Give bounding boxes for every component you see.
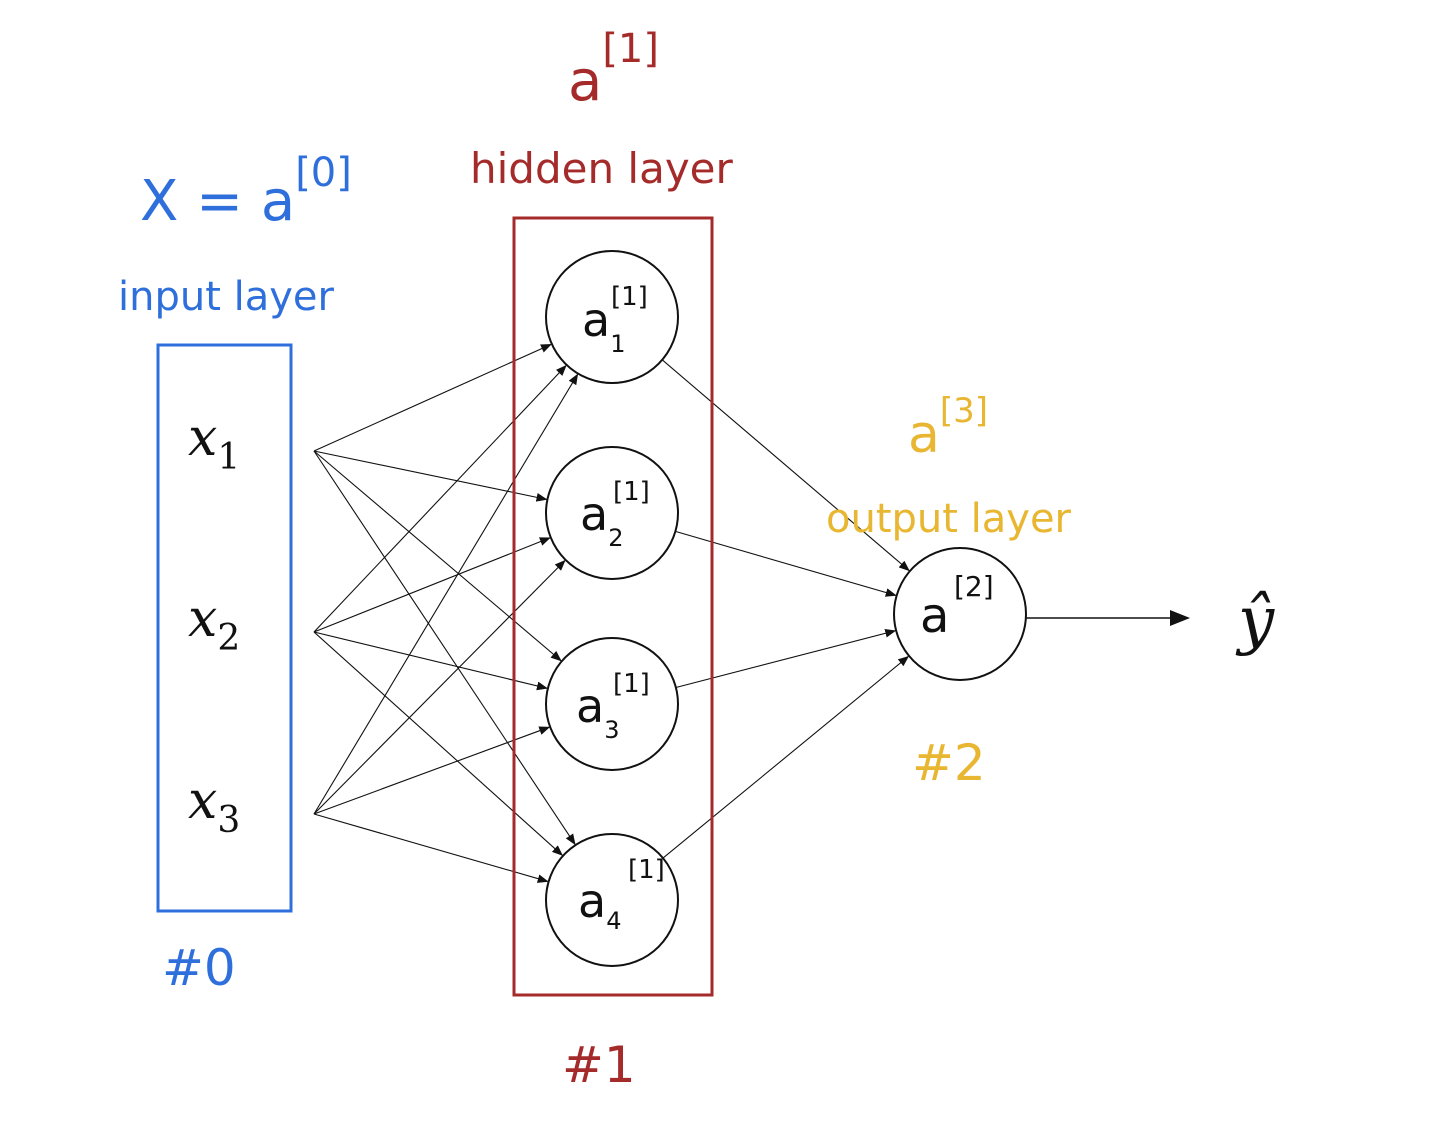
edge-a4-output	[662, 655, 910, 859]
node-base: a	[580, 487, 608, 541]
input-node-subscript: 2	[217, 618, 240, 659]
hidden-layer-number: #1	[562, 1036, 636, 1094]
input-node-x1: x1	[188, 408, 240, 478]
edge-x2-a3	[313, 631, 548, 691]
prediction-y-hat: ŷ	[1235, 584, 1275, 658]
hidden-node-a1-label: a1 [1]	[582, 282, 648, 358]
hidden-node-a1: a1 [1]	[545, 250, 679, 384]
node-circle	[545, 250, 679, 384]
input-node-subscript: 3	[217, 800, 240, 841]
hidden-layer-label: hidden layer	[470, 144, 734, 193]
hidden-notation-superscript: [1]	[602, 26, 659, 72]
node-subscript: 4	[606, 907, 621, 935]
node-base: a	[582, 293, 610, 347]
hidden-node-a3: a3 [1]	[545, 637, 679, 771]
hidden-node-a2-label: a2 [1]	[580, 477, 650, 552]
node-base: a	[578, 874, 606, 928]
edge-x2-a4	[313, 631, 564, 856]
output-notation-base: a	[908, 405, 940, 465]
input-layer: X = a[0] input layer x1 x2 x3 #0	[118, 150, 352, 997]
node-circle	[545, 446, 679, 580]
edge-x3-a2	[313, 559, 566, 815]
node-base: a	[576, 679, 604, 733]
edge-x3-a1	[313, 373, 579, 815]
output-layer: a[3] output layer a[2] ŷ #2	[826, 391, 1275, 792]
node-superscript: [1]	[628, 855, 665, 885]
edge-a1-output	[661, 359, 910, 572]
input-node-x2: x2	[188, 589, 240, 659]
hidden-layer-box	[512, 216, 714, 997]
hidden-node-a3-label: a3 [1]	[576, 669, 650, 744]
hidden-layer-notation: a[1]	[568, 26, 659, 114]
node-circle	[545, 637, 679, 771]
input-layer-notation: X = a[0]	[140, 150, 352, 234]
edge-x1-a2	[313, 450, 548, 502]
hidden-node-a4: a4[1]	[545, 833, 679, 967]
output-layer-label: output layer	[826, 496, 1072, 542]
edge-x1-a4	[313, 450, 576, 846]
node-circle	[893, 547, 1027, 681]
output-notation-superscript: [3]	[940, 391, 988, 431]
node-superscript: [1]	[613, 669, 650, 699]
input-layer-box	[156, 343, 293, 913]
input-node-base: x	[188, 408, 217, 468]
input-layer-label: input layer	[118, 274, 335, 320]
hidden-node-a2: a2 [1]	[545, 446, 679, 580]
node-subscript: 2	[608, 524, 623, 552]
node-subscript: 3	[604, 716, 619, 744]
node-circle	[545, 833, 679, 967]
node-subscript: 1	[610, 330, 625, 358]
edge-a3-output	[675, 628, 897, 689]
node-superscript: [1]	[611, 282, 648, 312]
output-layer-notation: a[3]	[908, 391, 988, 465]
input-notation-superscript: [0]	[295, 150, 352, 196]
input-node-base: x	[188, 589, 217, 649]
node-superscript: [1]	[613, 477, 650, 507]
hidden-node-a4-label: a4[1]	[578, 855, 665, 935]
input-node-base: x	[188, 771, 217, 831]
node-superscript: [2]	[954, 570, 994, 603]
output-node-label: a[2]	[920, 570, 994, 644]
node-base: a	[920, 588, 949, 644]
input-node-subscript: 1	[217, 437, 240, 478]
output-node: a[2]	[893, 547, 1027, 681]
edge-x3-a4	[313, 813, 549, 883]
input-notation-base: X = a	[140, 169, 295, 234]
edge-x3-a3	[313, 726, 551, 815]
output-layer-number: #2	[912, 734, 986, 792]
hidden-notation-base: a	[568, 49, 602, 114]
edge-x2-a2	[313, 537, 551, 633]
connection-edges	[313, 343, 1190, 883]
hidden-layer: a[1] hidden layer a1[1] a2[1] a3[1] a4[1…	[470, 26, 734, 1094]
input-layer-number: #0	[162, 939, 236, 997]
edge-x1-a3	[313, 450, 562, 662]
edge-x1-a1	[313, 343, 552, 452]
edge-x2-a1	[313, 364, 567, 633]
input-node-x3: x3	[188, 771, 240, 841]
